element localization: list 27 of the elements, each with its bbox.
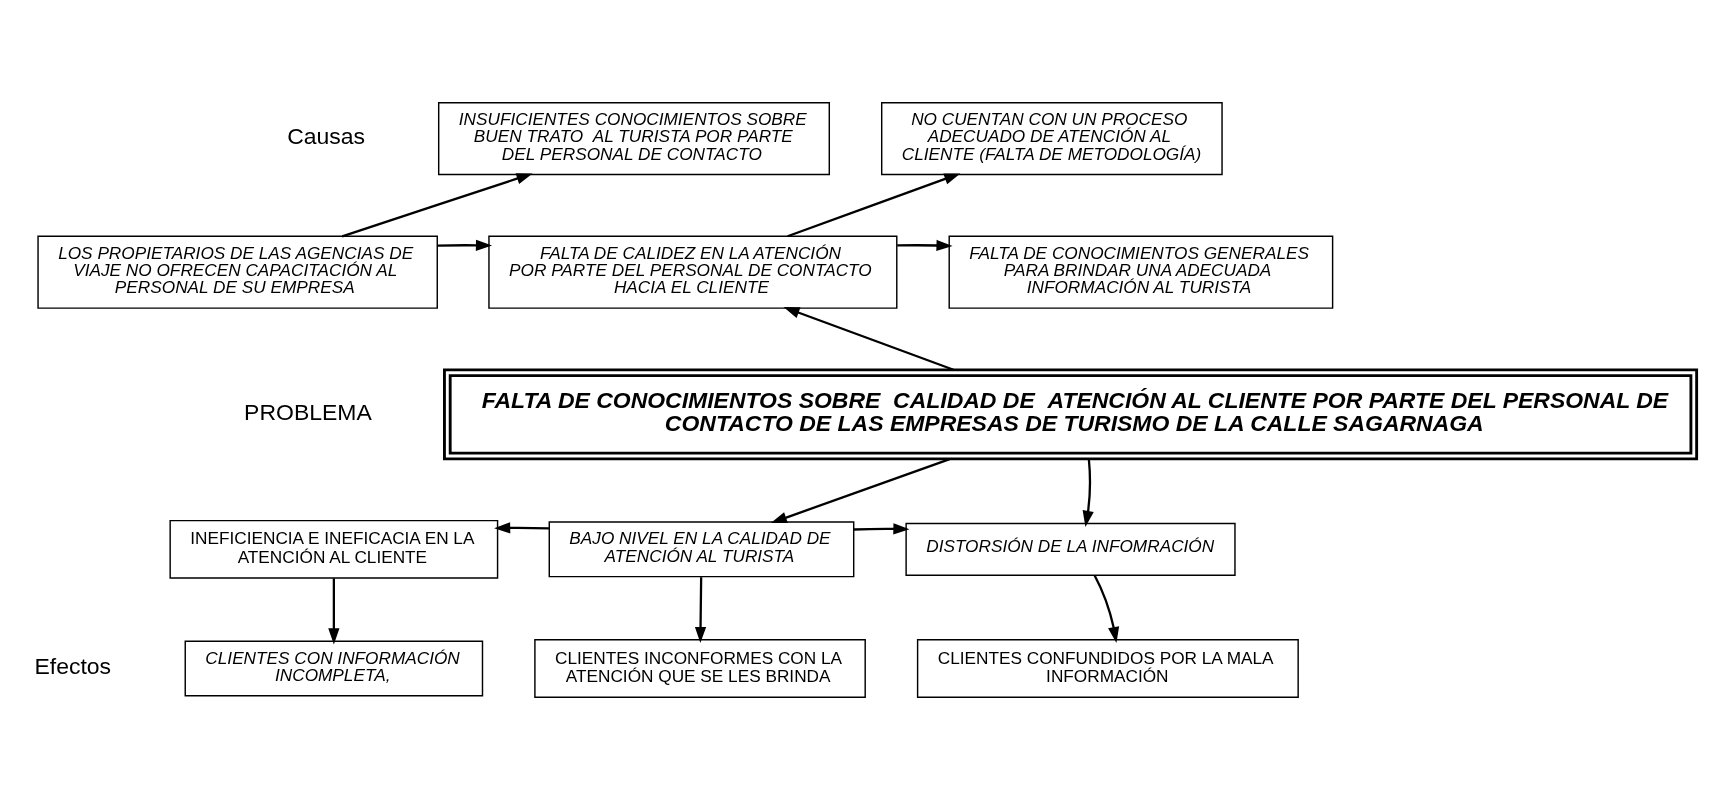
arrow [787,173,961,238]
arrow [853,523,910,535]
arrow [494,522,549,534]
arrow [783,307,954,371]
node-box: FALTA DE CALIDEZ EN LA ATENCIÓN POR PARTE DEL PERSONAL DE CONTACTO HACIA EL CLIENTE [488,235,898,309]
arrow [341,173,533,238]
node-box: LOS PROPIETARIOS DE LAS AGENCIAS DE VIAJE NO OFRECEN CAPACITACIÓN AL PERSONAL DE SU EMPRESA [37,235,438,309]
node-box: DISTORSIÓN DE LA INFOMRACIÓN [905,522,1236,576]
node-box: FALTA DE CONOCIMIENTOS GENERALES PARA BRINDAR UNA ADECUADA INFORMACIÓN AL TURISTA [948,235,1334,309]
arrow [897,239,953,252]
arrow [1093,574,1120,644]
node-box: BAJO NIVEL EN LA CALIDAD DE ATENCIÓN AL TURISTA [548,521,855,578]
node-box: CLIENTES CONFUNDIDOS POR LA MALA INFORMACIÓN [916,639,1299,698]
arrow [437,239,493,251]
node-box: CLIENTES INCONFORMES CON LA ATENCIÓN QUE SE LES BRINDA [534,639,866,698]
node-box: CLIENTES CON INFORMACIÓN INCOMPLETA, [184,640,484,697]
node-box: NO CUENTAN CON UN PROCESO ADECUADO DE ATENCIÓN AL CLIENTE (FALTA DE METODOLOGÍA) [881,102,1223,176]
label: PROBLEMA [244,398,372,425]
label: Efectos [34,652,112,679]
label: Causas [287,123,366,150]
node-box: INSUFICIENTES CONOCIMIENTOS SOBRE BUEN TRATO AL TURISTA POR PARTE DEL PERSONAL DE CONTACTO [437,102,830,176]
arrow [694,577,707,644]
node-box: FALTA DE CONOCIMIENTOS SOBRE CALIDAD DE ATENCIÓN AL CLIENTE POR PARTE DEL PERSONAL DE CONTACTO DE LAS EMPRESAS DE TURISMO DE LA CALLE SAGARNAGA [443,368,1699,461]
arrow [328,578,340,645]
arrow [1082,458,1094,527]
arrow [770,457,951,524]
node-box: INEFICIENCIA E INEFICACIA EN LA ATENCIÓN AL CLIENTE [169,519,499,579]
